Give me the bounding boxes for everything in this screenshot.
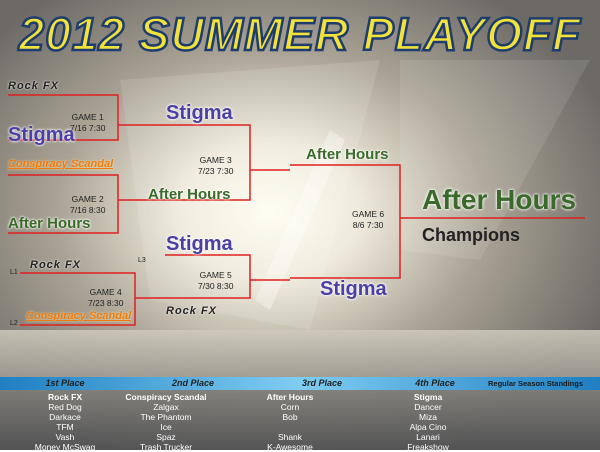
standings-column-4: Stigma Dancer Miza Alpa Cino Lanari Frea… xyxy=(368,392,488,452)
game3-team-top: Stigma xyxy=(166,102,233,124)
list-item: Red Dog xyxy=(48,402,82,412)
game3-date: 7/23 7:30 xyxy=(198,166,234,176)
game3-team-bottom: After Hours xyxy=(148,186,231,203)
game4-marker-bottom: L2 xyxy=(10,320,18,327)
game5-info: GAME 5 7/30 8:30 xyxy=(198,270,233,292)
list-item: Spaz xyxy=(156,432,176,442)
game1-team-bottom: Stigma xyxy=(8,124,75,146)
page-title-text: 2012 SUMMER PLAYOFF xyxy=(18,8,582,60)
list-item: Alpa Cino xyxy=(409,422,447,432)
standings-column-2: Conspiracy Scandal Zalgax The Phantom Ic… xyxy=(106,392,226,452)
champions-label: Champions xyxy=(422,225,521,245)
game1-label: GAME 1 xyxy=(71,112,104,122)
list-item: Rock FX xyxy=(47,392,82,402)
list-item: Money McSwag xyxy=(34,442,96,452)
list-item: Vash xyxy=(55,432,75,442)
list-item: Lanari xyxy=(416,432,440,442)
game2-team-top: Conspiracy Scandal xyxy=(8,158,114,170)
game1-info: GAME 1 7/16 7:30 xyxy=(70,112,105,134)
list-item: Bob xyxy=(282,412,298,422)
game6-info: GAME 6 8/6 7:30 xyxy=(352,209,384,231)
list-item: Darkace xyxy=(49,412,81,422)
game6-label: GAME 6 xyxy=(352,209,385,219)
list-item: Dancer xyxy=(414,402,442,412)
game4-date: 7/23 8:30 xyxy=(88,298,124,308)
game6-team-top: After Hours xyxy=(306,146,389,163)
standings-title: Regular Season Standings xyxy=(488,379,584,388)
game4-info: GAME 4 7/23 8:30 xyxy=(88,287,123,309)
game2-date: 7/16 8:30 xyxy=(70,205,106,215)
place-4-label: 4th Place xyxy=(415,378,455,388)
game5-label: GAME 5 xyxy=(199,270,232,280)
list-item: Stigma xyxy=(413,392,443,402)
bracket-lines xyxy=(8,94,585,326)
list-item: Ice xyxy=(160,422,172,432)
list-item: Corn xyxy=(280,402,300,412)
game4-marker-top: L1 xyxy=(10,269,18,276)
list-item: Conspiracy Scandal xyxy=(125,392,207,402)
list-item: Zalgax xyxy=(153,402,179,412)
game4-team-bottom: Conspiracy Scandal xyxy=(26,310,132,322)
champion-team: After Hours xyxy=(422,184,577,215)
list-item: K-Awesome xyxy=(267,442,313,452)
list-item: Miza xyxy=(419,412,437,422)
game6-date: 8/6 7:30 xyxy=(352,220,384,230)
place-1-label: 1st Place xyxy=(45,378,85,388)
game2-team-bottom: After Hours xyxy=(8,215,91,232)
game5-date: 7/30 8:30 xyxy=(198,281,234,291)
standings-column-3: After Hours Corn Bob Shank K-Awesome xyxy=(230,392,350,452)
place-3-label: 3rd Place xyxy=(301,378,343,388)
game2-info: GAME 2 7/16 8:30 xyxy=(70,194,105,216)
list-item: Shank xyxy=(277,432,303,442)
game4-team-top: Rock FX xyxy=(30,259,82,271)
place-2-label: 2nd Place xyxy=(171,378,215,388)
list-item: TFM xyxy=(56,422,74,432)
list-item: The Phantom xyxy=(140,412,192,422)
game5-team-bottom: Rock FX xyxy=(166,305,218,317)
page-title: 2012 SUMMER PLAYOFF xyxy=(16,7,582,62)
standings-column-1: Rock FX Red Dog Darkace TFM Vash Money M… xyxy=(5,392,125,452)
game1-team-top: Rock FX xyxy=(8,80,60,92)
game3-label: GAME 3 xyxy=(199,155,232,165)
game5-team-top: Stigma xyxy=(166,233,233,255)
game1-date: 7/16 7:30 xyxy=(70,123,106,133)
list-item: Freakshow xyxy=(407,442,449,452)
list-item xyxy=(230,422,350,432)
list-item: Trash Trucker xyxy=(139,442,193,452)
list-item: After Hours xyxy=(266,392,314,402)
game2-label: GAME 2 xyxy=(71,194,104,204)
game4-label: GAME 4 xyxy=(89,287,122,297)
game6-team-bottom: Stigma xyxy=(320,278,387,300)
game5-marker-top: L3 xyxy=(138,257,146,264)
game3-info: GAME 3 7/23 7:30 xyxy=(198,155,233,177)
